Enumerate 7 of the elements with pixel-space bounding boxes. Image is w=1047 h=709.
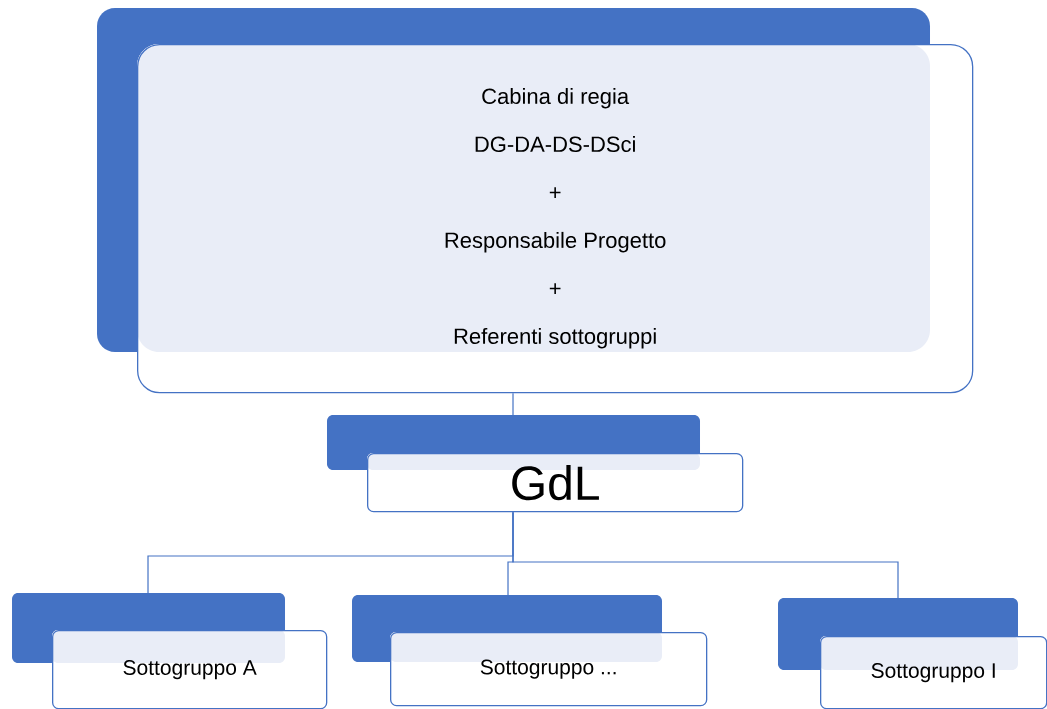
org-box: Sottogruppo ... xyxy=(352,595,708,707)
org-box: Sottogruppo I xyxy=(778,598,1047,709)
org-box: Sottogruppo A xyxy=(12,593,328,709)
org-box: GdL xyxy=(327,415,744,513)
connector-line xyxy=(512,511,899,599)
org-box: Cabina di regia DG-DA-DS-DSci + Responsabile Progetto + Referenti sottogruppi xyxy=(97,8,974,394)
connector-line xyxy=(512,392,514,416)
